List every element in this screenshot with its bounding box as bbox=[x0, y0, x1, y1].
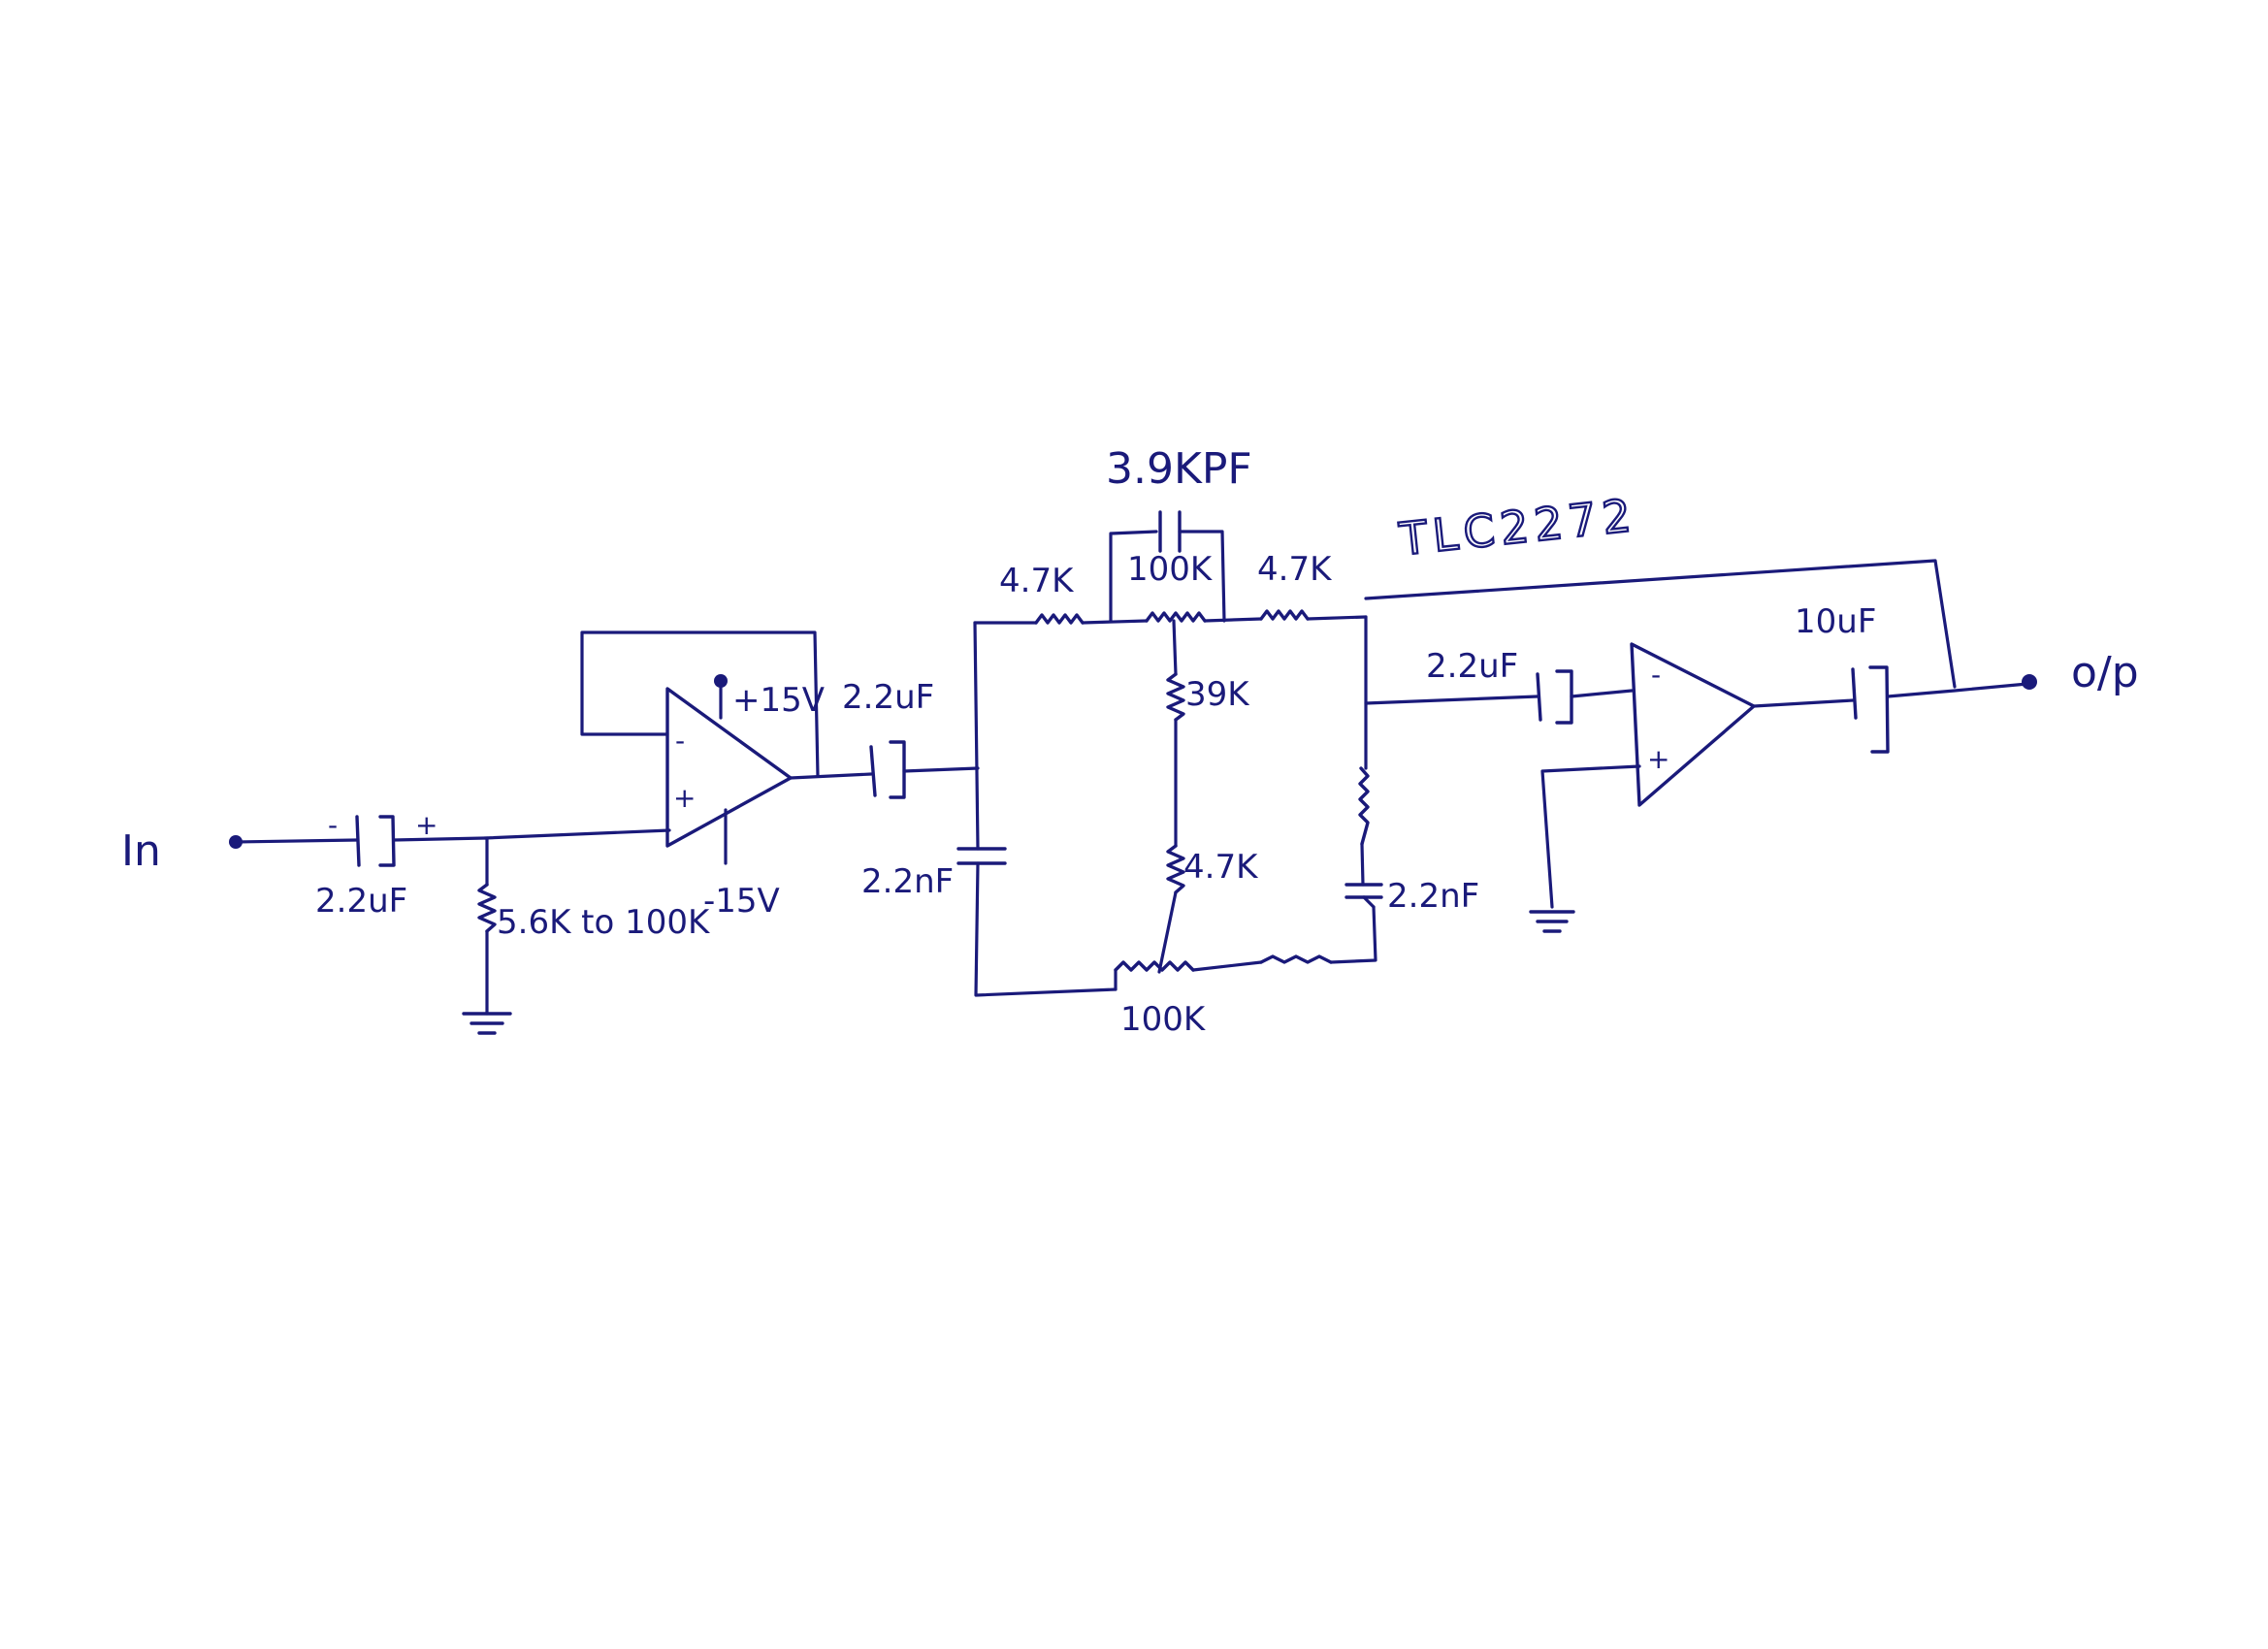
input-resistor-label: 5.6K to 100K bbox=[497, 903, 711, 942]
shunt-capacitor-left bbox=[956, 847, 1007, 865]
opamp-1-minus: - bbox=[675, 725, 685, 757]
output-terminal bbox=[2022, 674, 2037, 690]
vpos-terminal bbox=[714, 674, 728, 688]
input-stage: In - + 2.2uF 5.6K to 100K bbox=[121, 809, 711, 1035]
ground-symbol-1 bbox=[462, 1012, 512, 1035]
shunt-cap-right-label: 2.2nF bbox=[1387, 877, 1479, 916]
resistor-bottom bbox=[1114, 960, 1195, 972]
ic-part-label: TLC2272 bbox=[1397, 489, 1639, 566]
resistor-top-mid bbox=[1145, 611, 1207, 623]
capacitor-top-label: 3.9KPF bbox=[1106, 444, 1252, 494]
ground-symbol-2 bbox=[1529, 910, 1575, 933]
svg-text:+: + bbox=[415, 809, 437, 841]
shunt-cap-left-label: 2.2nF bbox=[861, 862, 954, 901]
capacitor-top bbox=[1158, 510, 1182, 553]
input-label: In bbox=[121, 826, 161, 876]
output-cap-label: 10uF bbox=[1795, 602, 1876, 641]
input-resistor bbox=[477, 836, 497, 1016]
output-label: o/p bbox=[2071, 648, 2139, 697]
coupling-cap-1-label: 2.2uF bbox=[842, 678, 934, 717]
resistor-top-right-label: 4.7K bbox=[1257, 550, 1333, 589]
opamp-2-plus: + bbox=[1647, 743, 1669, 775]
resistor-mid-lower bbox=[1166, 844, 1185, 894]
opamp-1-output-wire bbox=[789, 772, 873, 780]
opamp-2-minus: - bbox=[1651, 659, 1661, 691]
input-capacitor: - + bbox=[328, 809, 487, 867]
resistor-mid-upper-label: 39K bbox=[1185, 675, 1250, 714]
opamp-1-body bbox=[665, 687, 793, 848]
vpos-label: +15V bbox=[732, 681, 825, 720]
resistor-top-right bbox=[1259, 609, 1310, 621]
resistor-top-mid-label: 100K bbox=[1127, 550, 1214, 589]
input-wire bbox=[234, 838, 359, 844]
input-node-wire bbox=[483, 828, 671, 840]
output-capacitor bbox=[1851, 665, 1890, 754]
shunt-capacitor-right bbox=[1345, 883, 1383, 899]
resistor-top-left-label: 4.7K bbox=[999, 562, 1075, 600]
output-stage: TLC2272 2.2uF - + 10uF o/p bbox=[1364, 487, 2139, 933]
opamp-1-plus: + bbox=[673, 782, 696, 814]
input-cap-label: 2.2uF bbox=[315, 882, 407, 921]
coupling-capacitor-1 bbox=[869, 740, 980, 799]
left-rail bbox=[973, 621, 980, 851]
resistor-mid-upper bbox=[1166, 672, 1185, 722]
filter-network: 2.2nF 4.7K 100K 3.9KPF 4.7K 39K 4.7K 100… bbox=[861, 444, 1479, 1039]
vneg-label: -15V bbox=[703, 882, 780, 921]
resistor-top-left bbox=[1034, 613, 1085, 625]
resistor-bottom-label: 100K bbox=[1120, 1000, 1207, 1039]
coupling-cap-2-label: 2.2uF bbox=[1426, 647, 1518, 686]
opamp-1: - + +15V -15V bbox=[580, 630, 873, 921]
svg-text:-: - bbox=[328, 809, 338, 841]
opamp-2-body bbox=[1630, 642, 1756, 807]
coupling-capacitor-2 bbox=[1536, 669, 1573, 725]
opamp-1-feedback bbox=[580, 630, 820, 778]
resistor-mid-lower-label: 4.7K bbox=[1183, 848, 1259, 887]
